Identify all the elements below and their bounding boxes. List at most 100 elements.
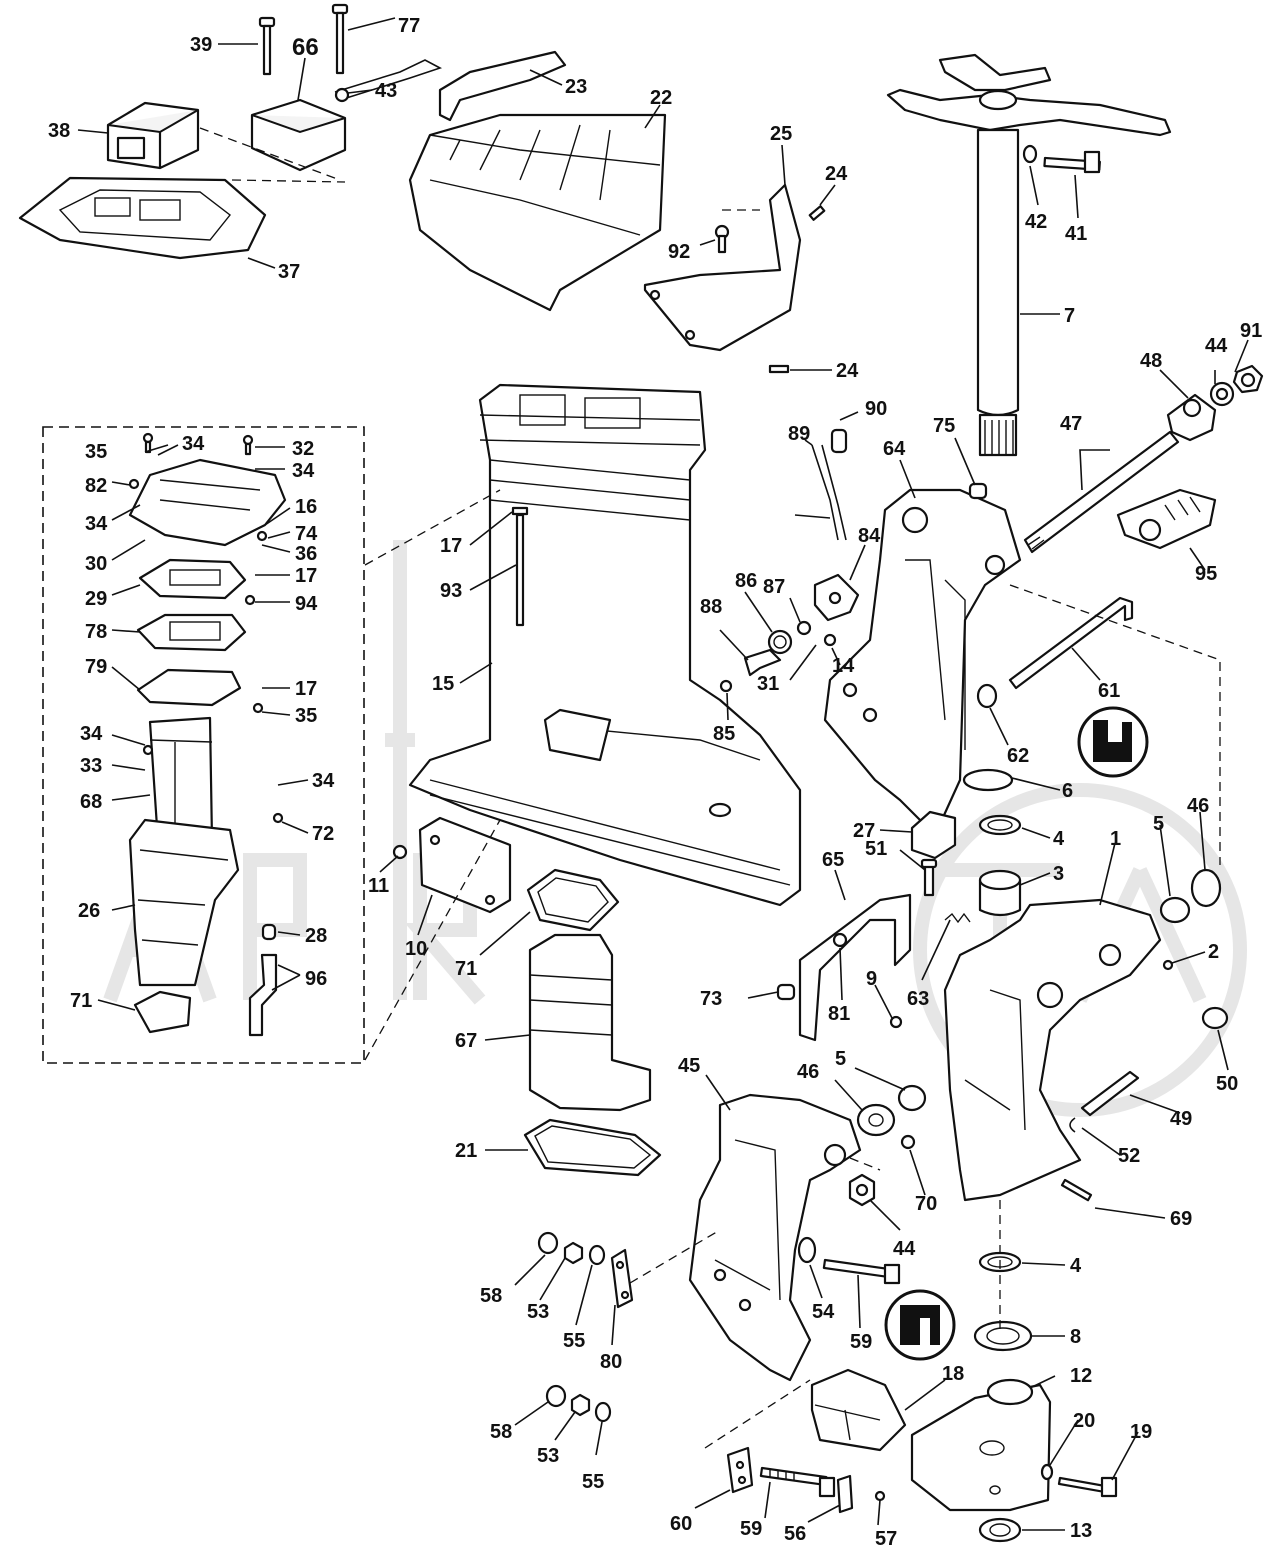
callout-72[interactable]: 72 <box>312 823 334 845</box>
callout-49[interactable]: 49 <box>1170 1108 1192 1130</box>
part-24-screw-lower[interactable] <box>768 364 790 374</box>
callout-59-upper[interactable]: 59 <box>850 1331 872 1353</box>
callout-10[interactable]: 10 <box>405 938 427 960</box>
callout-13[interactable]: 13 <box>1070 1520 1092 1542</box>
callout-5-left[interactable]: 5 <box>835 1048 846 1070</box>
callout-53-lower[interactable]: 53 <box>537 1445 559 1467</box>
callout-7[interactable]: 7 <box>1064 305 1075 327</box>
callout-87[interactable]: 87 <box>763 576 785 598</box>
callout-19[interactable]: 19 <box>1130 1421 1152 1443</box>
part-44-nut-upper[interactable] <box>1209 381 1235 407</box>
callout-28[interactable]: 28 <box>305 925 327 947</box>
part-12-lower-mount-housing[interactable] <box>910 1378 1052 1512</box>
part-96-hose[interactable] <box>248 953 278 1037</box>
part-91-nut[interactable] <box>1232 364 1264 394</box>
callout-2[interactable]: 2 <box>1208 941 1219 963</box>
part-26-exhaust-tube[interactable] <box>128 818 240 987</box>
part-11-screw[interactable] <box>392 844 408 860</box>
callout-55-upper[interactable]: 55 <box>563 1330 585 1352</box>
callout-12[interactable]: 12 <box>1070 1365 1092 1387</box>
callout-45[interactable]: 45 <box>678 1055 700 1077</box>
callout-44-upper[interactable]: 44 <box>1205 335 1228 357</box>
callout-34-top-right[interactable]: 34 <box>292 460 315 482</box>
part-85-nut[interactable] <box>719 679 733 693</box>
part-59-bolt-upper[interactable] <box>822 1258 901 1285</box>
callout-85[interactable]: 85 <box>713 723 735 745</box>
part-15-exhaust-housing[interactable] <box>408 383 802 907</box>
part-59-bolt-lower[interactable] <box>759 1466 836 1498</box>
callout-74[interactable]: 74 <box>295 523 318 545</box>
part-46-washer-left[interactable] <box>856 1103 896 1137</box>
part-62-bushing[interactable] <box>976 683 998 709</box>
part-18-mount[interactable] <box>810 1368 907 1452</box>
callout-25[interactable]: 25 <box>770 123 792 145</box>
part-19-bolt[interactable] <box>1057 1476 1118 1498</box>
part-69-screw[interactable] <box>1060 1178 1093 1202</box>
part-67-exhaust-housing-extension[interactable] <box>528 933 652 1112</box>
part-42-washer[interactable] <box>1022 144 1038 164</box>
callout-35-mid[interactable]: 35 <box>295 705 317 727</box>
callout-1[interactable]: 1 <box>1110 828 1121 850</box>
callout-38[interactable]: 38 <box>48 120 70 142</box>
callout-81[interactable]: 81 <box>828 1003 850 1025</box>
callout-68[interactable]: 68 <box>80 791 102 813</box>
part-23-handle[interactable] <box>438 50 567 122</box>
part-45-swivel-bracket[interactable] <box>688 1093 862 1382</box>
part-81-washer[interactable] <box>832 932 848 948</box>
part-73-knob[interactable] <box>776 983 796 1001</box>
callout-91[interactable]: 91 <box>1240 320 1262 342</box>
callout-17-kit-lower[interactable]: 17 <box>295 678 317 700</box>
callout-22[interactable]: 22 <box>650 87 672 109</box>
callout-44-lower[interactable]: 44 <box>893 1238 916 1260</box>
callout-37[interactable]: 37 <box>278 261 300 283</box>
callout-59-lower[interactable]: 59 <box>740 1518 762 1540</box>
callout-39[interactable]: 39 <box>190 34 212 56</box>
callout-63[interactable]: 63 <box>907 988 929 1010</box>
callout-46-right[interactable]: 46 <box>1187 795 1209 817</box>
callout-17-housing[interactable]: 17 <box>440 535 462 557</box>
callout-52[interactable]: 52 <box>1118 1145 1140 1167</box>
part-55-washer-lower[interactable] <box>594 1401 612 1423</box>
callout-71[interactable]: 71 <box>455 958 477 980</box>
part-29-valve-plate[interactable] <box>138 558 247 600</box>
callout-3[interactable]: 3 <box>1053 863 1064 885</box>
callout-47[interactable]: 47 <box>1060 413 1082 435</box>
callout-62[interactable]: 62 <box>1007 745 1029 767</box>
callout-24-upper[interactable]: 24 <box>825 163 848 185</box>
callout-23[interactable]: 23 <box>565 76 587 98</box>
callout-93[interactable]: 93 <box>440 580 462 602</box>
part-44-nut-lower[interactable] <box>848 1173 876 1207</box>
part-64-swivel-bracket[interactable] <box>823 488 1022 837</box>
part-43-wire[interactable] <box>334 59 443 103</box>
part-25-shield[interactable] <box>643 183 802 352</box>
callout-75[interactable]: 75 <box>933 415 955 437</box>
part-14-washer[interactable] <box>823 633 837 647</box>
callout-41[interactable]: 41 <box>1065 223 1087 245</box>
part-79-gasket[interactable] <box>136 668 242 707</box>
callout-50[interactable]: 50 <box>1216 1073 1238 1095</box>
part-80-link[interactable] <box>610 1248 634 1309</box>
part-61-rod[interactable] <box>1008 596 1134 690</box>
callout-79[interactable]: 79 <box>85 656 107 678</box>
part-75-plug[interactable] <box>968 482 988 500</box>
part-84-switch[interactable] <box>813 573 860 622</box>
callout-69[interactable]: 69 <box>1170 1208 1192 1230</box>
part-24-screw-upper[interactable] <box>808 205 826 221</box>
part-3-bushing[interactable] <box>978 869 1022 917</box>
callout-8[interactable]: 8 <box>1070 1326 1081 1348</box>
part-5-bushing-right[interactable] <box>1159 896 1191 924</box>
callout-5-right[interactable]: 5 <box>1153 813 1164 835</box>
callout-70[interactable]: 70 <box>915 1193 937 1215</box>
part-10-plate[interactable] <box>418 816 512 914</box>
callout-54[interactable]: 54 <box>812 1301 835 1323</box>
part-7-steering-arm[interactable] <box>886 53 1172 457</box>
callout-17-kit-upper[interactable]: 17 <box>295 565 317 587</box>
callout-71-kit[interactable]: 71 <box>70 990 92 1012</box>
part-55-washer-upper[interactable] <box>588 1244 606 1266</box>
part-5-bushing-left[interactable] <box>897 1084 927 1112</box>
part-30-cover[interactable] <box>128 458 287 547</box>
part-92-screw[interactable] <box>714 224 730 254</box>
part-86-spring[interactable] <box>767 629 793 655</box>
callout-58-upper[interactable]: 58 <box>480 1285 502 1307</box>
part-27-block[interactable] <box>910 810 957 860</box>
